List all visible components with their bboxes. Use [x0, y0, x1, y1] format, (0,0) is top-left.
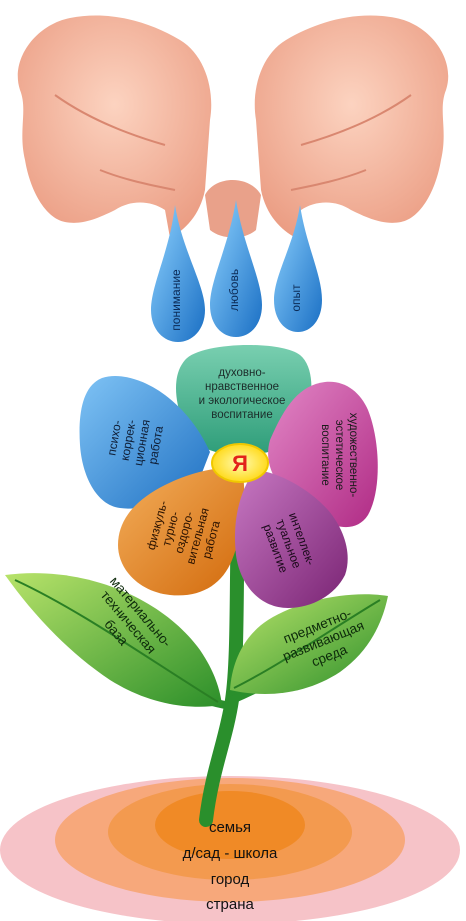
- soil-label-city: город: [211, 871, 250, 888]
- soil-label-kindergarten-school: д/сад - школа: [183, 845, 278, 862]
- petal-left: [79, 375, 210, 509]
- drop-label: опыт: [289, 284, 303, 312]
- drop-experience: опыт: [274, 205, 322, 332]
- petal-text: нравственное: [205, 381, 279, 393]
- soil-label-family: семья: [209, 819, 251, 836]
- drop-label: любовь: [227, 269, 241, 311]
- petal-text: воспитание: [211, 409, 272, 421]
- center-label: Я: [232, 451, 248, 476]
- petal-text: воспитание: [319, 424, 331, 485]
- hands-illustration: [17, 15, 449, 239]
- petal-text: эстетическое: [333, 420, 345, 491]
- drop-love: любовь: [210, 200, 262, 337]
- leaf-right: [230, 594, 388, 695]
- soil-layers: [0, 776, 460, 921]
- petal-bottom-right: [234, 470, 348, 608]
- petal-left-label: психо- коррек- ционная работа: [104, 418, 166, 466]
- petal-text: и экологическое: [199, 395, 286, 407]
- soil-labels: семья д/сад - школа город страна: [183, 819, 278, 913]
- petal-text: художественно-: [347, 413, 359, 498]
- petal-bottom-left: [118, 468, 245, 596]
- soil-label-country: страна: [206, 896, 254, 913]
- drop-understanding: понимание: [151, 205, 205, 342]
- petal-text: психо-: [104, 419, 124, 457]
- petal-text: духовно-: [218, 367, 265, 379]
- drop-label: понимание: [169, 269, 183, 331]
- leaf-left: [5, 573, 222, 707]
- flower-center: Я: [211, 443, 269, 483]
- petal-top-label: духовно- нравственное и экологическое во…: [199, 367, 286, 421]
- petal-text: работа: [145, 425, 166, 466]
- petal-right-label: художественно- эстетическое воспитание: [319, 413, 359, 498]
